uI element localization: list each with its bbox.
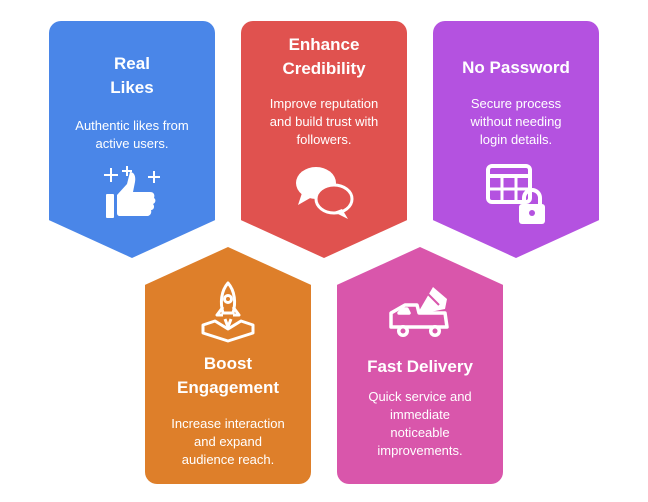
desc-line: Improve reputation [269,96,379,111]
card-enhance-credibility: Enhance Credibility Improve reputation a… [241,21,407,258]
title-line: Credibility [282,59,366,78]
card-no-password: No Password Secure process without needi… [433,21,599,258]
card-fast-delivery: Fast Delivery Quick service and immediat… [337,247,503,484]
desc-line: followers. [296,132,352,147]
title-line: Engagement [176,378,280,397]
chat-bubbles-icon [296,167,354,219]
title-line: Likes [110,78,154,97]
desc-line: Authentic likes from [75,118,189,133]
card-title: No Password [439,56,593,80]
card-description: Improve reputation and build trust with … [251,95,397,149]
card-title: Boost Engagement [151,352,305,400]
desc-line: immediate [390,407,450,422]
card-title: Real Likes [55,52,209,100]
desc-line: noticeable [390,425,450,440]
desc-line: login details. [479,132,553,147]
desc-line: Increase interaction [171,416,285,431]
desc-line: and expand [194,434,262,449]
card-title: Fast Delivery [343,355,497,379]
title-line: Enhance [288,35,360,54]
rocket-launch-icon [201,281,255,343]
title-line: Boost [203,354,253,373]
card-boost-engagement: Boost Engagement Increase interaction an… [145,247,311,484]
delivery-truck-icon [389,287,449,337]
card-description: Authentic likes from active users. [59,117,205,153]
desc-line: improvements. [377,443,463,458]
desc-line: without needing [470,114,562,129]
card-description: Increase interaction and expand audience… [155,415,301,469]
title-line: Fast Delivery [367,357,473,376]
desc-line: audience reach. [181,452,275,467]
desc-line: Quick service and [368,389,472,404]
card-description: Quick service and immediate noticeable i… [347,388,493,460]
desc-line: and build trust with [269,114,379,129]
grid-lock-icon [486,164,545,224]
title-line: Real [114,54,150,73]
title-line: No Password [462,58,570,77]
card-description: Secure process without needing login det… [443,95,589,149]
desc-line: active users. [95,136,169,151]
thumbs-up-icon [104,166,160,218]
card-real-likes: Real Likes Authentic likes from active u… [49,21,215,258]
card-title: Enhance Credibility [247,33,401,81]
desc-line: Secure process [470,96,562,111]
